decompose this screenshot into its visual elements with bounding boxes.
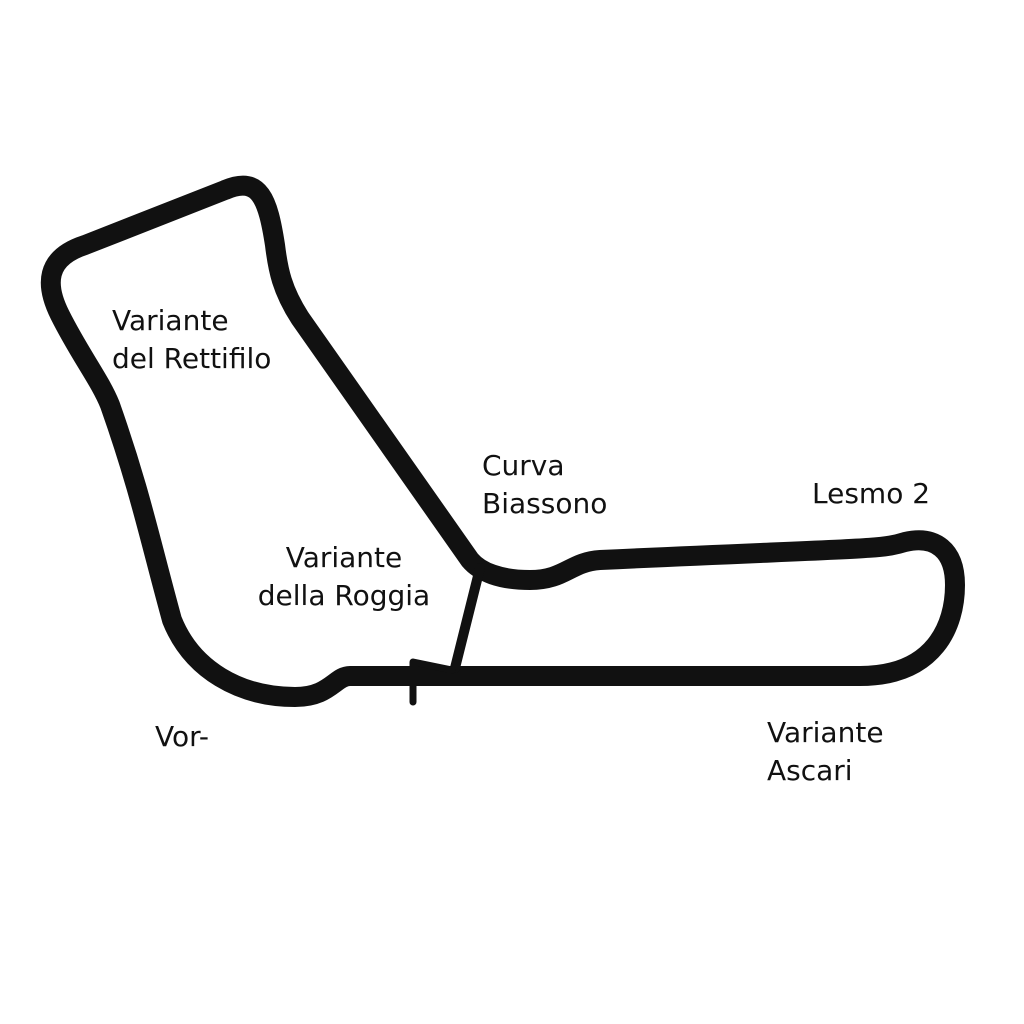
label-line: Biassono bbox=[482, 487, 608, 520]
label-line: Variante bbox=[767, 716, 884, 749]
label-line: Vor- bbox=[155, 720, 209, 753]
label-line: Curva bbox=[482, 449, 565, 482]
label-variante-ascari: Variante Ascari bbox=[767, 714, 884, 790]
label-line: Variante bbox=[112, 304, 229, 337]
label-line: della Roggia bbox=[257, 579, 431, 612]
label-curva-biassono: Curva Biassono bbox=[482, 447, 607, 523]
label-variante-del-rettifilo: Variante del Rettifilo bbox=[112, 302, 271, 378]
label-lesmo-2: Lesmo 2 bbox=[812, 475, 930, 513]
track-outline bbox=[40, 175, 965, 707]
label-line: Variante bbox=[285, 541, 403, 574]
label-vor: Vor- bbox=[155, 718, 209, 756]
label-line: Lesmo 2 bbox=[812, 477, 931, 510]
label-line: del Rettifilo bbox=[112, 342, 272, 375]
start-finish-marker bbox=[409, 658, 456, 706]
track-connector bbox=[450, 563, 485, 673]
label-variante-della-roggia: Variante della Roggia bbox=[244, 539, 444, 615]
label-line: Ascari bbox=[767, 754, 853, 787]
